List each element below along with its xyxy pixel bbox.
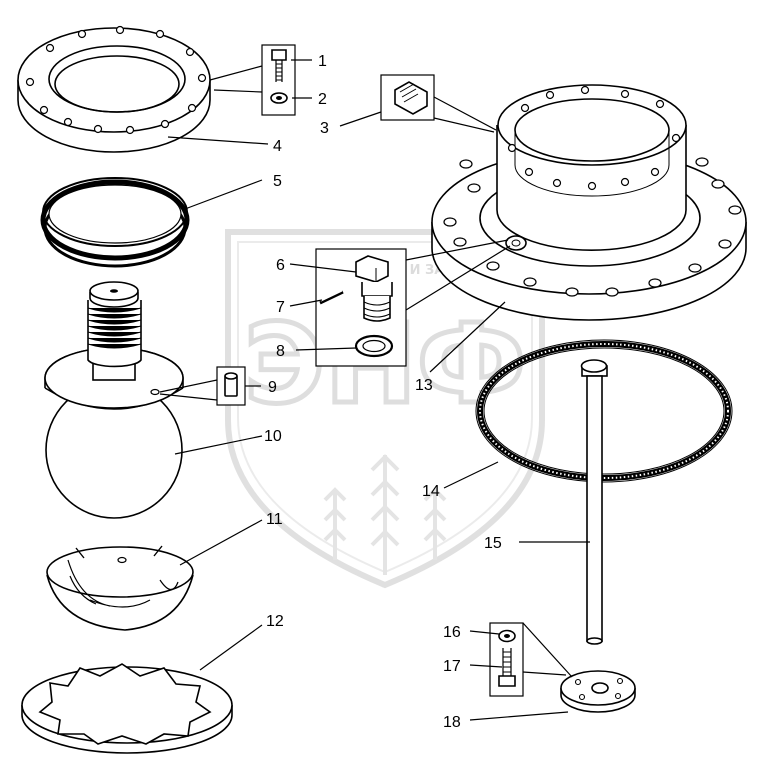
- callout-labels: 1 2 3 4 5 6 7 8 9 10 11 12 13 14 15 16 1…: [264, 53, 502, 731]
- callout-13: 13: [415, 377, 433, 394]
- part-14-o-ring: [475, 339, 733, 483]
- part-15-rod: [580, 359, 608, 645]
- callout-17: 17: [443, 658, 461, 675]
- part-1-2-bolt-washer: [261, 44, 296, 116]
- callout-7: 7: [276, 299, 285, 316]
- part-16-17-bolt-nut: [489, 622, 524, 697]
- part-6-7-8-fitting: [315, 248, 407, 367]
- part-3-plug: [380, 74, 435, 121]
- callout-6: 6: [276, 257, 285, 274]
- callout-8: 8: [276, 343, 285, 360]
- part-4-flange: [17, 25, 211, 153]
- callout-14: 14: [422, 483, 440, 500]
- callout-2: 2: [318, 91, 327, 108]
- callout-12: 12: [266, 613, 284, 630]
- callout-15: 15: [484, 535, 502, 552]
- leader-lines: [159, 59, 590, 721]
- callout-5: 5: [273, 173, 282, 190]
- callout-4: 4: [273, 138, 282, 155]
- part-9-pin: [216, 366, 246, 406]
- part-12-plate: [21, 663, 233, 754]
- callout-3: 3: [320, 120, 329, 137]
- callout-11: 11: [266, 511, 283, 528]
- part-18-flange-plate: [560, 670, 636, 713]
- watermark-wheat-icon: [323, 454, 447, 575]
- callout-18: 18: [443, 714, 461, 731]
- large-hub-housing: [431, 84, 747, 321]
- part-11-cup: [46, 545, 194, 631]
- callout-16: 16: [443, 624, 461, 641]
- part-5-seal-ring: [40, 177, 190, 268]
- part-10-ball-stud: [44, 281, 184, 519]
- callout-10: 10: [264, 428, 282, 445]
- callout-9: 9: [268, 379, 277, 396]
- callout-1: 1: [318, 53, 327, 70]
